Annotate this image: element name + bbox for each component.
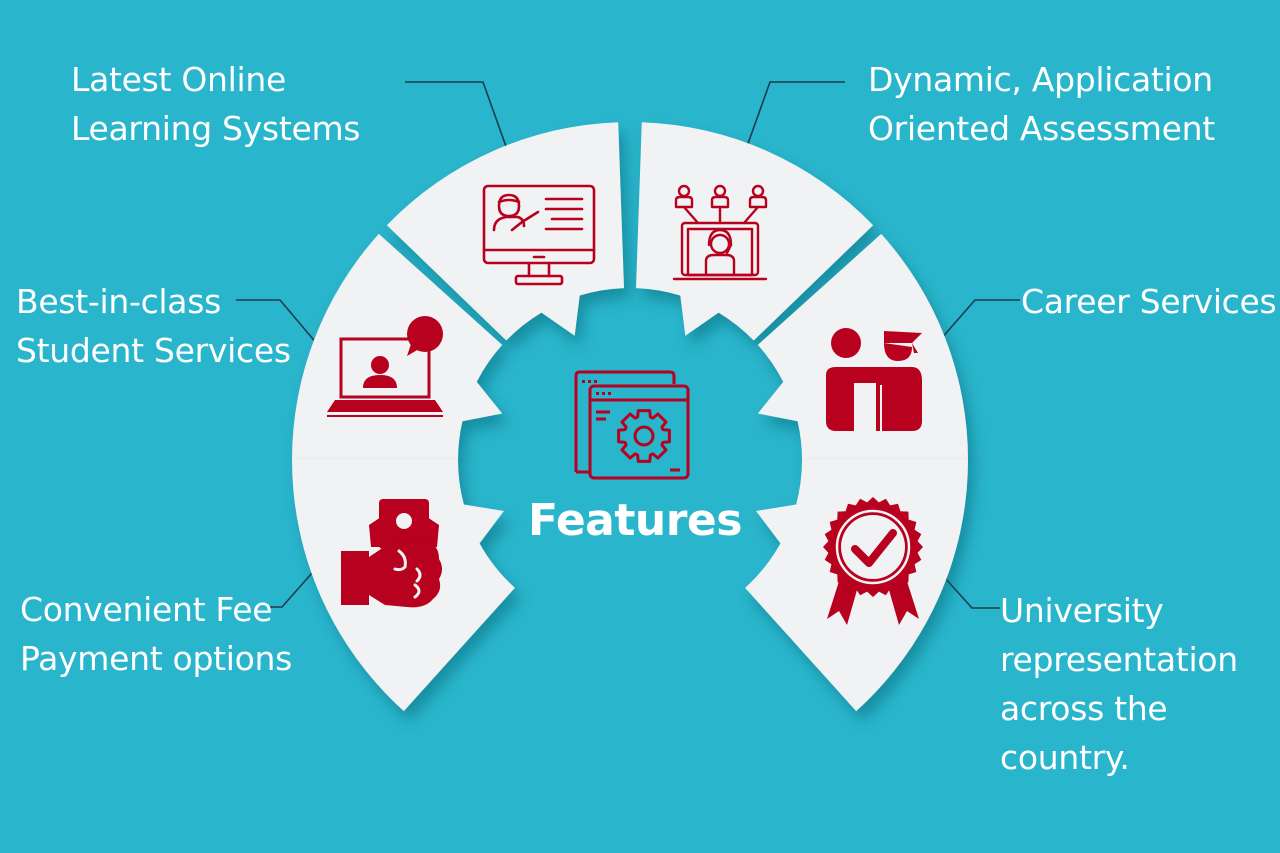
label-line: Learning Systems — [71, 109, 361, 148]
monitor-teacher-presentation-icon — [482, 184, 596, 286]
award-badge-check-icon — [823, 497, 923, 625]
gear-shape — [617, 409, 671, 463]
label-line: Oriented Assessment — [868, 109, 1215, 148]
label-line: Career Services — [1021, 282, 1277, 321]
connector-career-services — [939, 299, 1020, 341]
connector-lines — [236, 81, 1020, 609]
feature-label-university-representation: University representation across the cou… — [1000, 586, 1238, 782]
graduate-mentor-hug-icon — [826, 328, 922, 431]
connector-fee-payment — [270, 572, 313, 608]
label-line: Convenient Fee — [20, 590, 273, 629]
label-line: Latest Online — [71, 60, 287, 99]
feature-label-online-learning: Latest Online Learning Systems — [71, 55, 361, 153]
label-line: Best-in-class — [16, 282, 221, 321]
feature-label-career-services: Career Services — [1021, 277, 1277, 326]
label-line: University — [1000, 591, 1164, 630]
feature-label-student-services: Best-in-class Student Services — [16, 277, 291, 375]
segment-online-learning — [386, 122, 624, 341]
label-line: Payment options — [20, 639, 293, 678]
settings-windows-gear-icon — [574, 370, 690, 480]
connector-assessment — [744, 81, 845, 153]
label-line: representation — [1000, 640, 1238, 679]
connector-online-learning — [405, 81, 509, 153]
label-line: across the — [1000, 689, 1168, 728]
hand-holding-money-icon — [341, 499, 442, 608]
laptop-headset-network-icon — [672, 184, 768, 281]
connector-university-representation — [944, 577, 1000, 609]
label-line: country. — [1000, 738, 1130, 777]
segment-assessment — [636, 122, 874, 341]
connector-student-services — [236, 299, 319, 346]
label-line: Student Services — [16, 331, 291, 370]
feature-label-fee-payment: Convenient Fee Payment options — [20, 585, 292, 683]
center-title: Features — [528, 495, 742, 546]
feature-label-assessment: Dynamic, Application Oriented Assessment — [868, 55, 1215, 153]
label-line: Dynamic, Application — [868, 60, 1213, 99]
laptop-video-chat-icon — [327, 316, 443, 417]
